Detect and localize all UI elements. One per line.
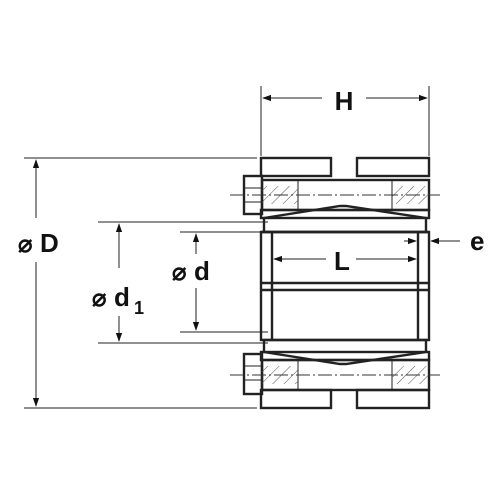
- label-outer-d: D: [40, 228, 59, 258]
- dimension-inner-d: ⌀ d: [172, 231, 268, 333]
- label-h: H: [335, 86, 354, 116]
- bottom-bolt: [230, 352, 440, 396]
- dimension-e: e: [404, 226, 484, 256]
- label-inner-d: d: [194, 256, 210, 286]
- diameter-symbol-inner: ⌀: [172, 259, 187, 286]
- upper-taper-rings: [259, 204, 431, 234]
- label-d1-letter: d: [114, 282, 130, 312]
- diameter-symbol-d1: ⌀: [92, 285, 107, 312]
- label-d1-subscript: 1: [134, 298, 144, 318]
- label-e: e: [470, 226, 484, 256]
- bottom-left-flange: [259, 388, 333, 410]
- bottom-right-flange: [355, 388, 431, 410]
- dimension-l: L: [273, 246, 417, 276]
- top-right-flange: [355, 156, 431, 178]
- label-l: L: [334, 246, 350, 276]
- top-left-flange: [259, 156, 333, 178]
- dimension-h: H: [260, 86, 430, 156]
- dimension-d1: ⌀ d 1: [92, 221, 268, 344]
- diameter-symbol-outer: ⌀: [18, 231, 33, 258]
- top-bolt: [230, 174, 440, 216]
- dimension-outer-d: ⌀ D: [18, 157, 257, 409]
